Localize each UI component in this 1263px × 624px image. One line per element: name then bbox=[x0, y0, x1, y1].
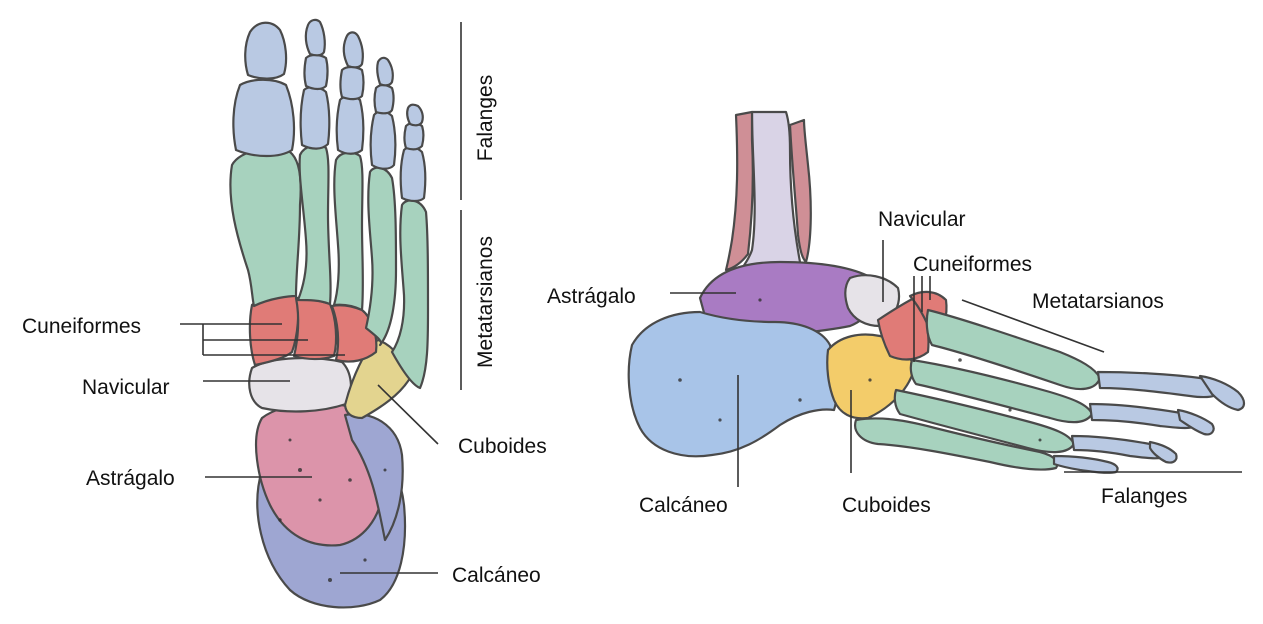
lateral-metatarsal-3 bbox=[893, 388, 1076, 454]
lateral-fibula bbox=[724, 110, 754, 272]
plantar-label-cuneiformes: Cuneiformes bbox=[22, 315, 141, 338]
plantar-phalanx-4-distal bbox=[376, 56, 394, 87]
plantar-cuneiform-intermediate bbox=[292, 296, 338, 361]
lateral-label-falanges: Falanges bbox=[1101, 485, 1187, 508]
plantar-view: Falanges Metatarsianos Cuneiformes Navic… bbox=[22, 18, 547, 609]
plantar-phalanx-3-proximal bbox=[335, 95, 365, 155]
lateral-label-cuneiformes: Cuneiformes bbox=[913, 253, 1032, 276]
plantar-label-metatarsianos: Metatarsianos bbox=[474, 236, 497, 368]
plantar-phalanx-1-distal bbox=[244, 21, 288, 80]
plantar-phalanx-2-middle bbox=[303, 53, 329, 91]
plantar-calcaneus-lateral bbox=[343, 412, 404, 542]
lateral-metatarsal-1 bbox=[925, 308, 1102, 391]
lateral-cuneiform-1 bbox=[876, 294, 930, 361]
plantar-phalanx-4-middle bbox=[373, 83, 395, 115]
plantar-metatarsal-5 bbox=[390, 199, 430, 390]
plantar-metatarsal-1 bbox=[229, 147, 302, 308]
plantar-metatarsal-4 bbox=[364, 166, 398, 347]
lateral-label-navicular: Navicular bbox=[878, 208, 966, 231]
lateral-label-calcaneo: Calcáneo bbox=[639, 494, 728, 517]
lateral-cuneiformes-leaders bbox=[913, 276, 931, 362]
lateral-calcaneus bbox=[627, 310, 838, 458]
plantar-texture bbox=[278, 438, 387, 582]
lateral-label-astragalo: Astrágalo bbox=[547, 285, 636, 308]
plantar-label-astragalo: Astrágalo bbox=[86, 467, 175, 490]
plantar-label-cuboides: Cuboides bbox=[458, 435, 547, 458]
plantar-cuboides-leader bbox=[377, 384, 439, 445]
plantar-phalanx-5-distal bbox=[406, 103, 424, 127]
plantar-phalanx-3-distal bbox=[342, 31, 364, 69]
lateral-phalanges bbox=[1052, 370, 1246, 474]
plantar-label-calcaneo: Calcáneo bbox=[452, 564, 541, 587]
plantar-phalanx-1-proximal bbox=[232, 78, 296, 158]
plantar-phalanx-2-proximal bbox=[299, 86, 331, 150]
plantar-phalanx-4-proximal bbox=[369, 110, 397, 170]
plantar-metatarsal-3 bbox=[332, 151, 364, 312]
lateral-metatarsianos-leader bbox=[961, 299, 1105, 353]
plantar-cuneiformes-leaders bbox=[180, 323, 345, 356]
plantar-navicular bbox=[248, 356, 352, 413]
plantar-phalanx-3-middle bbox=[339, 65, 365, 101]
lateral-texture bbox=[678, 298, 1042, 442]
lateral-metatarsal-2 bbox=[909, 358, 1094, 424]
plantar-phalanx-5-middle bbox=[403, 121, 425, 151]
lateral-metatarsal-5 bbox=[854, 417, 1059, 471]
plantar-metatarsal-2 bbox=[296, 144, 332, 306]
plantar-phalanx-2-distal bbox=[304, 18, 326, 57]
lateral-view: Navicular Cuneiformes Metatarsianos Astr… bbox=[547, 110, 1246, 517]
lateral-label-cuboides: Cuboides bbox=[842, 494, 931, 517]
lateral-label-metatarsianos: Metatarsianos bbox=[1032, 290, 1164, 313]
plantar-label-navicular: Navicular bbox=[82, 376, 170, 399]
plantar-phalanx-5-proximal bbox=[399, 146, 427, 203]
plantar-label-falanges: Falanges bbox=[474, 75, 497, 161]
